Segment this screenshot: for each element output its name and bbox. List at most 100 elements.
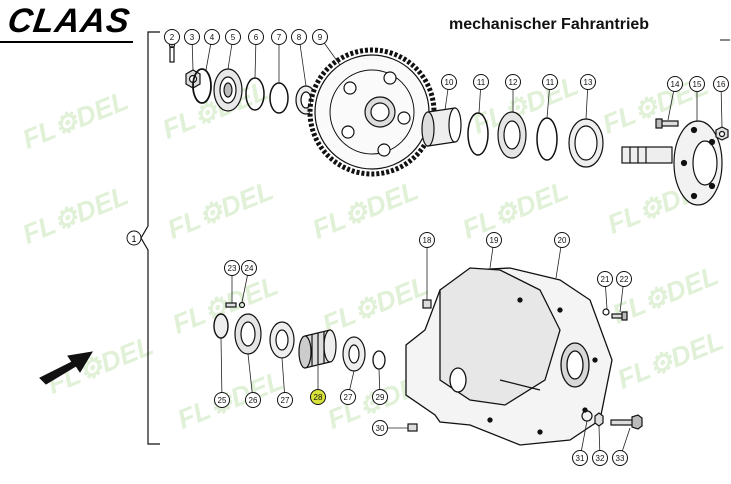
leader-line xyxy=(220,337,223,401)
snap-ring-part xyxy=(269,82,289,114)
callout-7: 7 xyxy=(271,29,287,45)
breather-plug-part xyxy=(422,299,432,309)
washer-part xyxy=(602,308,610,316)
callout-circle xyxy=(592,450,608,466)
callout-circle xyxy=(689,76,705,92)
callout-circle xyxy=(224,260,240,276)
drain-plug-part xyxy=(407,423,418,432)
callout-28: 28 xyxy=(310,389,326,405)
callout-label: 13 xyxy=(584,78,593,87)
spacer-ring-part xyxy=(245,77,265,111)
callout-circle xyxy=(291,29,307,45)
callout-label: 12 xyxy=(509,78,518,87)
axle-flange-part xyxy=(621,120,723,206)
callout-21: 21 xyxy=(597,271,613,287)
callout-20: 20 xyxy=(554,232,570,248)
callout-2: 2 xyxy=(164,29,180,45)
drive-housing-part xyxy=(405,267,613,446)
group-bracket xyxy=(140,31,160,445)
callout-circle xyxy=(572,450,588,466)
callout-circle xyxy=(271,29,287,45)
callout-label: 10 xyxy=(445,78,454,87)
callout-11: 11 xyxy=(542,74,558,90)
callout-15: 15 xyxy=(689,76,705,92)
callout-circle xyxy=(245,392,261,408)
callout-circle xyxy=(248,29,264,45)
callout-19: 19 xyxy=(486,232,502,248)
callout-circle xyxy=(419,232,435,248)
o-ring-part xyxy=(372,350,386,370)
wheel-bolt-part xyxy=(655,118,679,129)
pinion-part xyxy=(298,329,337,369)
callout-25: 25 xyxy=(214,392,230,408)
nut-part xyxy=(594,412,604,427)
callout-18: 18 xyxy=(419,232,435,248)
bearing-cover-part xyxy=(234,313,262,355)
seal-ring-part xyxy=(568,118,604,168)
callout-circle xyxy=(164,29,180,45)
callout-circle xyxy=(580,74,596,90)
callout-circle xyxy=(473,74,489,90)
roller-bearing-part xyxy=(342,336,366,372)
screw-part xyxy=(611,311,628,321)
callout-label: 14 xyxy=(671,80,680,89)
callout-10: 10 xyxy=(441,74,457,90)
callout-label: 27 xyxy=(281,396,290,405)
callout-label: 19 xyxy=(490,236,499,245)
callout-label: 15 xyxy=(693,80,702,89)
callout-13: 13 xyxy=(580,74,596,90)
callout-8: 8 xyxy=(291,29,307,45)
bearing-part xyxy=(213,68,243,112)
callout-label: 22 xyxy=(620,275,629,284)
callout-12: 12 xyxy=(505,74,521,90)
large-gear-part xyxy=(307,47,437,177)
logo-underline xyxy=(0,41,133,43)
callout-27: 27 xyxy=(277,392,293,408)
wheel-nut-part xyxy=(715,126,729,141)
callout-label: 30 xyxy=(376,424,385,433)
page-title: mechanischer Fahrantrieb xyxy=(449,16,650,33)
roller-bearing-part xyxy=(269,321,295,359)
callout-label: 28 xyxy=(314,393,323,402)
hex-bolt-part xyxy=(610,414,643,430)
callout-label: 21 xyxy=(601,275,610,284)
callout-label: 27 xyxy=(344,393,353,402)
callout-circle xyxy=(372,389,388,405)
direction-arrow-icon xyxy=(39,351,93,385)
callout-30: 30 xyxy=(372,420,388,436)
callout-circle xyxy=(616,271,632,287)
seal-part xyxy=(213,313,229,339)
callout-3: 3 xyxy=(184,29,200,45)
ring-part xyxy=(192,68,212,104)
callout-label: 7 xyxy=(277,33,282,42)
callout-circle xyxy=(713,76,729,92)
retaining-ring-part xyxy=(467,112,489,156)
callout-5: 5 xyxy=(225,29,241,45)
callout-circle xyxy=(214,392,230,408)
callout-circle xyxy=(372,420,388,436)
callout-label: 33 xyxy=(616,454,625,463)
callout-label: 2 xyxy=(170,33,175,42)
callout-label: 29 xyxy=(376,393,385,402)
callout-6: 6 xyxy=(248,29,264,45)
callout-label: 11 xyxy=(546,78,555,87)
callout-14: 14 xyxy=(667,76,683,92)
callout-9: 9 xyxy=(312,29,328,45)
retaining-ring-part xyxy=(536,117,558,161)
callout-29: 29 xyxy=(372,389,388,405)
callout-label: 24 xyxy=(245,264,254,273)
callout-label: 8 xyxy=(297,33,302,42)
callout-label: 5 xyxy=(231,33,236,42)
callout-27: 27 xyxy=(340,389,356,405)
callout-circle xyxy=(277,392,293,408)
callout-label: 31 xyxy=(576,454,585,463)
callout-32: 32 xyxy=(592,450,608,466)
callout-23: 23 xyxy=(224,260,240,276)
callout-label: 3 xyxy=(190,33,195,42)
callout-circle xyxy=(225,29,241,45)
callout-label: 11 xyxy=(477,78,486,87)
callout-circle xyxy=(340,389,356,405)
